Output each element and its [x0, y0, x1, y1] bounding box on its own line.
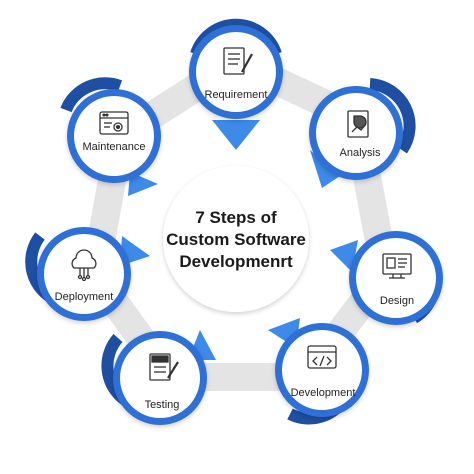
step-development: Development	[268, 318, 369, 425]
browser-gear-icon	[99, 111, 129, 135]
document-pen-icon	[223, 47, 253, 75]
center-title-line-3: Developmenrt	[179, 252, 293, 271]
test-checklist-icon	[149, 353, 179, 381]
step-maintenance: Maintenance	[60, 77, 161, 196]
cloud-network-icon	[71, 249, 97, 282]
step-label-development: Development	[291, 387, 356, 399]
step-label-testing: Testing	[145, 399, 180, 411]
step-testing: Testing	[101, 330, 216, 425]
step-label-maintenance: Maintenance	[83, 141, 146, 153]
step-label-requirement: Requirement	[205, 89, 268, 101]
step-analysis: Analysis	[309, 78, 416, 188]
chart-report-icon	[347, 110, 369, 138]
step-label-deployment: Deployment	[55, 291, 114, 303]
monitor-design-icon	[382, 253, 412, 279]
step-label-design: Design	[380, 295, 414, 307]
step-label-analysis: Analysis	[340, 147, 381, 159]
center-hub: 7 Steps of Custom Software Developmenrt	[163, 166, 309, 312]
center-title-line-1: 7 Steps of	[195, 208, 277, 227]
step-deployment: Deployment	[25, 227, 150, 321]
step-design: Design	[330, 231, 443, 325]
code-window-icon	[307, 345, 337, 369]
center-title-line-2: Custom Software	[166, 230, 306, 249]
step-requirement: Requirement	[189, 18, 283, 150]
